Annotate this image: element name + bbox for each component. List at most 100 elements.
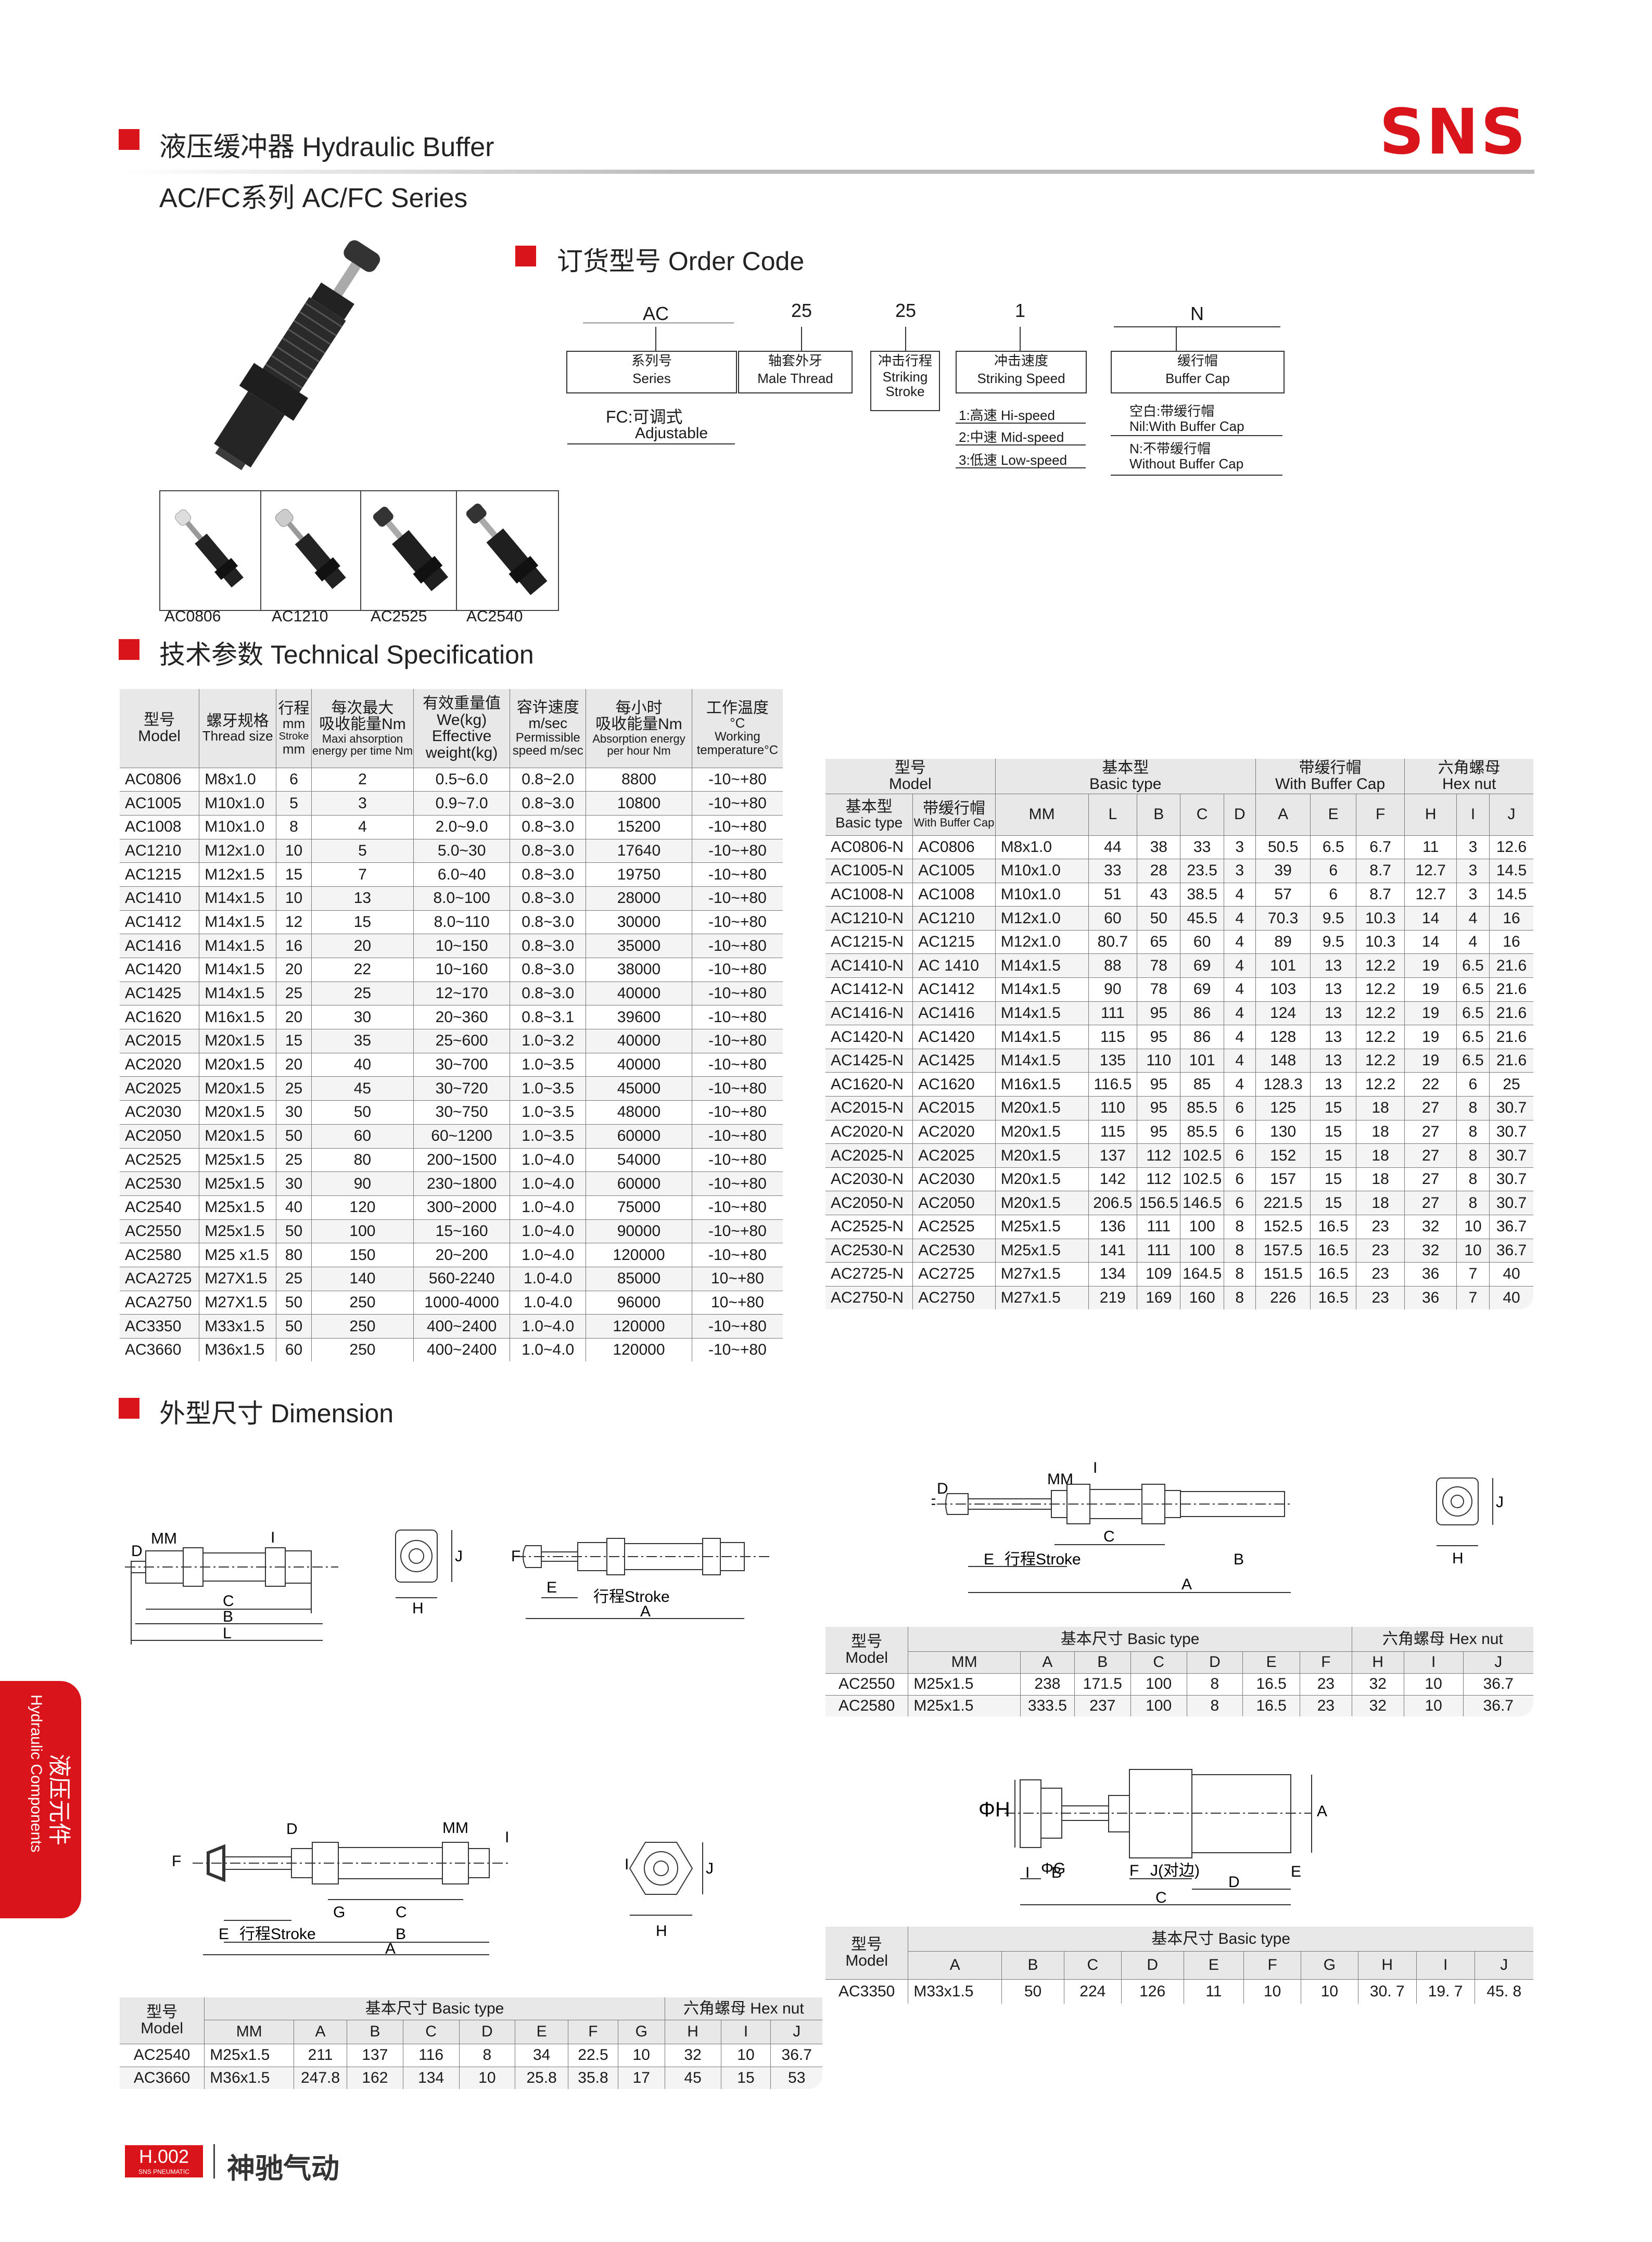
table-cell: AC1425 xyxy=(912,1048,996,1073)
table-cell: -10~+80 xyxy=(691,1171,783,1196)
table-cell: 120000 xyxy=(586,1338,692,1362)
table-cell: M10x1.0 xyxy=(995,882,1089,907)
table-cell: 5 xyxy=(311,838,414,863)
label-f: F xyxy=(172,1853,181,1870)
table-cell: M14x1.5 xyxy=(995,1001,1089,1026)
table-cell: 80 xyxy=(311,1148,414,1173)
table-cell: 3 xyxy=(1223,859,1256,883)
table-cell: 4 xyxy=(1223,1072,1256,1097)
cap-without-zh: N:不带缓行帽 xyxy=(1129,441,1211,456)
table-cell: 6.5 xyxy=(1456,1048,1490,1073)
label-c: C xyxy=(1155,1889,1167,1906)
table-cell: 10 xyxy=(1456,1215,1490,1239)
column-header: MM xyxy=(204,2019,295,2044)
table-cell: AC2015-N xyxy=(825,1096,913,1120)
table-cell: 10.3 xyxy=(1355,929,1405,954)
table-cell: 3 xyxy=(1456,859,1490,883)
table-cell: AC1210 xyxy=(120,838,200,863)
table-cell: 7 xyxy=(1456,1262,1490,1286)
table-cell: 10 xyxy=(617,2043,665,2067)
table-cell: 6 xyxy=(1310,882,1356,907)
table-cell: AC2050 xyxy=(120,1124,200,1149)
table-cell: M20x1.5 xyxy=(995,1191,1089,1215)
table-cell: 142 xyxy=(1088,1167,1138,1192)
table-cell: 152.5 xyxy=(1255,1215,1311,1239)
table-cell: 8 xyxy=(1223,1285,1256,1309)
table-cell: M10x1.0 xyxy=(199,814,277,839)
table-cell: AC1425-N xyxy=(825,1048,913,1073)
table-cell: 32 xyxy=(1351,1695,1404,1716)
table-cell: 15 xyxy=(720,2066,771,2089)
label-mm: MM xyxy=(442,1821,468,1837)
table-cell: 19 xyxy=(1404,1048,1457,1073)
table-cell: 12~170 xyxy=(413,981,511,1006)
table-cell: 16.5 xyxy=(1310,1215,1356,1239)
table-cell: 10~160 xyxy=(413,958,511,982)
table-cell: 30.7 xyxy=(1489,1143,1533,1168)
table-cell: 27 xyxy=(1404,1191,1457,1215)
column-header: MM xyxy=(995,793,1089,836)
table-cell: 102.5 xyxy=(1180,1167,1224,1192)
table-cell: 48000 xyxy=(586,1100,692,1125)
table-cell: 2 xyxy=(311,767,414,792)
table-cell: 25 xyxy=(276,1148,312,1173)
table-cell: 38 xyxy=(1137,835,1181,860)
label-phi-h: ΦH xyxy=(979,1798,1010,1821)
table-cell: -10~+80 xyxy=(691,934,783,958)
table-cell: 0.8~3.0 xyxy=(510,791,587,816)
table-cell: 4 xyxy=(1456,929,1490,954)
table-cell: 12.2 xyxy=(1355,1001,1405,1026)
table-cell: 10800 xyxy=(586,791,692,816)
table-cell: 13 xyxy=(1310,977,1356,1002)
footer-brand: 神驰气动 xyxy=(227,2153,339,2184)
table-cell: 1.0~3.2 xyxy=(510,1029,587,1053)
table-cell: AC1008 xyxy=(120,814,200,839)
label-a: A xyxy=(1317,1803,1327,1820)
table-cell: 120 xyxy=(311,1195,414,1220)
label-a: A xyxy=(1181,1576,1192,1593)
table-cell: 60 xyxy=(276,1338,312,1362)
table-cell: 1.0~3.5 xyxy=(510,1076,587,1101)
thumbnail-caption: AC2525 xyxy=(371,608,427,625)
table-cell: 10 xyxy=(720,2043,771,2067)
column-header: B xyxy=(346,2019,403,2044)
table-cell: 156.5 xyxy=(1137,1191,1181,1215)
table-cell: AC1412 xyxy=(120,910,200,935)
table-cell: 6.0~40 xyxy=(413,862,511,887)
side-tab: 液压元件 Hydraulic Components xyxy=(0,1681,81,1918)
table-cell: 1.0~4.0 xyxy=(510,1219,587,1244)
table-cell: AC2725-N xyxy=(825,1262,913,1286)
dim3-header-basic: 基本尺寸 Basic type xyxy=(204,1997,665,2020)
table-cell: M20x1.5 xyxy=(199,1029,277,1053)
table-cell: -10~+80 xyxy=(691,1029,783,1053)
table-cell: 19. 7 xyxy=(1416,1979,1475,2004)
table-cell: 12.6 xyxy=(1489,835,1533,860)
table-cell: AC1008 xyxy=(912,882,996,907)
table-cell: 20 xyxy=(276,958,312,982)
table-cell: AC1416 xyxy=(912,1001,996,1026)
table-cell: 17640 xyxy=(586,838,692,863)
label-b: B xyxy=(223,1608,233,1625)
column-header: H xyxy=(1404,793,1457,836)
table-cell: 10 xyxy=(1456,1238,1490,1263)
table-cell: AC0806 xyxy=(120,767,200,792)
label-i: I xyxy=(1025,1864,1030,1881)
column-header: A xyxy=(1020,1651,1075,1674)
order-code-bullet xyxy=(515,246,536,266)
table-cell: 12.2 xyxy=(1355,1025,1405,1049)
table-cell: 21.6 xyxy=(1489,977,1533,1002)
speed-divider xyxy=(956,467,1086,468)
page-number: H.002 xyxy=(138,2146,189,2167)
